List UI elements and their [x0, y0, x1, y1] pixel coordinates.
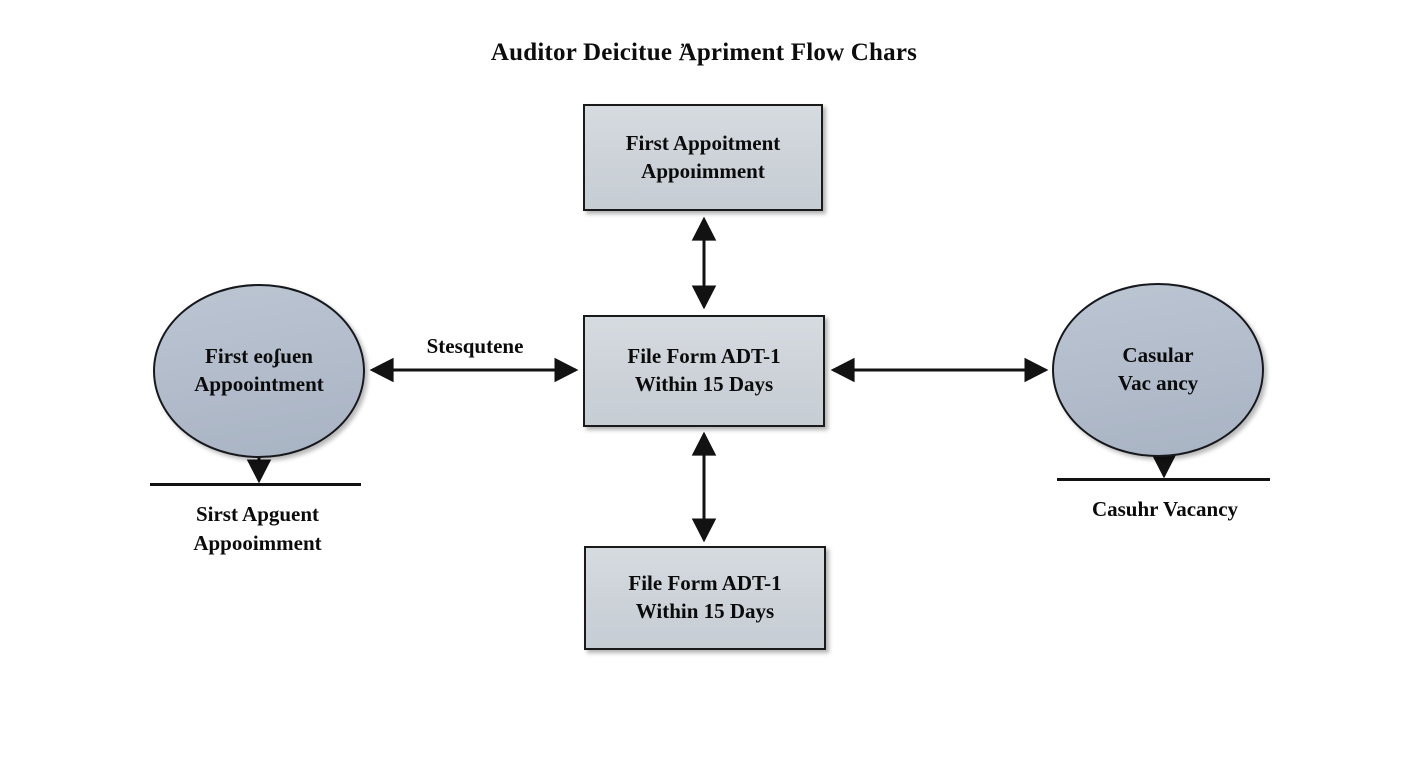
node-casual-vacancy-ellipse[interactable]: Casular Vac ancy — [1052, 283, 1264, 457]
node-line-1: Casular — [1122, 343, 1194, 368]
node-line-1: File Form ADT-1 — [627, 344, 781, 369]
node-line-1: File Form ADT-1 — [628, 571, 782, 596]
node-first-appointment-ellipse[interactable]: First eoʄuen Appoointment — [153, 284, 365, 458]
node-line-2: Vac ancy — [1117, 371, 1199, 395]
terminal-line-1: Sirst Apguent — [195, 502, 320, 526]
terminal-line-2: Appooimment — [193, 531, 322, 556]
terminal-rule-right — [1057, 478, 1270, 481]
node-line-2: Appoointment — [194, 372, 324, 396]
page-title: Auditor Deicitue Ἀpriment Flow Chars — [490, 39, 918, 66]
node-line-2: Within 15 Days — [634, 372, 774, 396]
node-file-form-adt1-bottom-box[interactable]: File Form ADT-1 Within 15 Days — [584, 546, 826, 650]
node-file-form-adt1-center-box[interactable]: File Form ADT-1 Within 15 Days — [583, 315, 825, 427]
node-line-1: First eoʄuen — [205, 344, 313, 369]
node-line-1: First Appoitment — [625, 130, 781, 155]
node-first-appointment-box[interactable]: First Appoitment Appoıimment — [583, 104, 823, 211]
node-line-2: Appoıimment — [641, 158, 765, 183]
terminal-rule-left — [150, 483, 361, 486]
node-line-2: Within 15 Days — [635, 599, 775, 623]
terminal-line-1: Casuhr Vacancy — [1091, 497, 1239, 521]
terminal-caption-right: Casuhr Vacancy — [1050, 495, 1280, 524]
terminal-caption-left: Sirst Apguent Appooimment — [150, 500, 365, 559]
edge-label-left: Stesqutene — [426, 334, 524, 358]
